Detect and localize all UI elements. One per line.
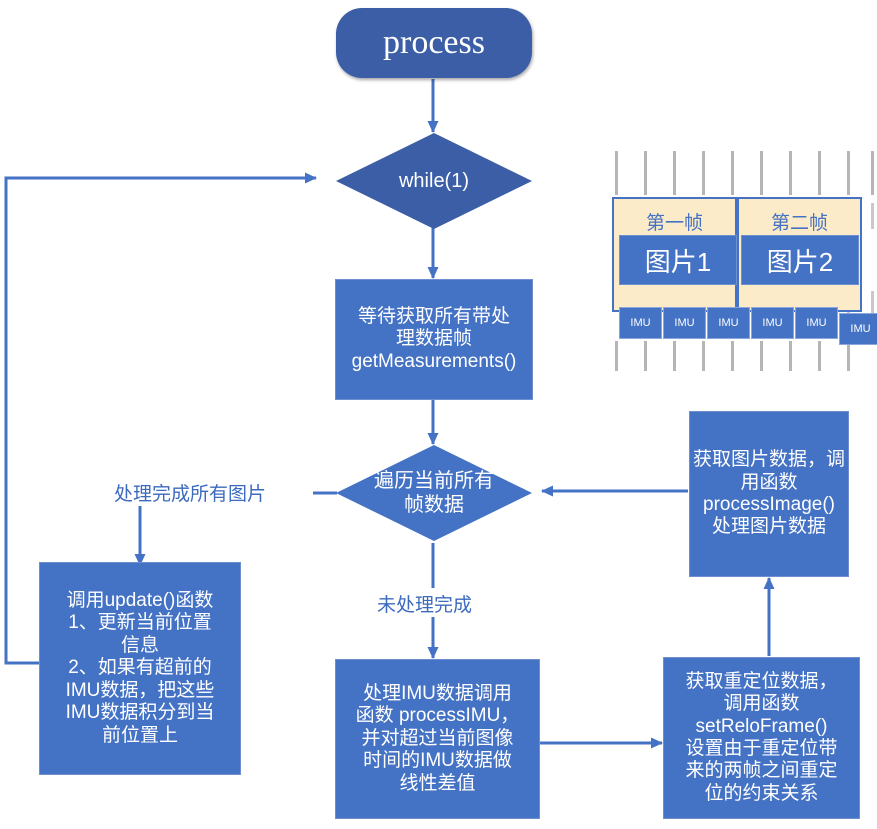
imu-label: IMU bbox=[850, 323, 871, 335]
image-label-1: 图片1 bbox=[644, 246, 712, 277]
imu-block[interactable]: IMU bbox=[707, 307, 750, 339]
node-iterate-frames[interactable]: 遍历当前所有 帧数据 bbox=[336, 445, 532, 541]
node-set-relo-frame-label: 获取重定位数据， 调用函数 setReloFrame() 设置由于重定位带 来的… bbox=[685, 670, 838, 804]
gridline-tick bbox=[673, 151, 676, 195]
diamond-shape-iterate bbox=[336, 445, 532, 541]
image-block-1[interactable]: 图片1 bbox=[619, 235, 737, 285]
node-process-imu-label: 处理IMU数据调用 函数 processIMU， 并对超过当前图像 时间的IMU… bbox=[355, 682, 520, 794]
gridline-tick bbox=[615, 151, 618, 195]
node-start-label: process bbox=[383, 23, 485, 61]
imu-block[interactable]: IMU bbox=[619, 307, 662, 339]
imu-block[interactable]: IMU bbox=[751, 307, 794, 339]
node-start-process[interactable]: process bbox=[336, 8, 532, 78]
imu-label: IMU bbox=[630, 317, 651, 329]
gridline-tick bbox=[871, 151, 874, 195]
node-while-loop[interactable]: while(1) bbox=[336, 133, 532, 229]
node-process-imu[interactable]: 处理IMU数据调用 函数 processIMU， 并对超过当前图像 时间的IMU… bbox=[335, 659, 540, 819]
gridline-tick bbox=[760, 151, 763, 195]
gridline-tick bbox=[847, 341, 850, 371]
image-label-2: 图片2 bbox=[766, 246, 834, 277]
gridline-tick bbox=[789, 151, 792, 195]
frame-label-1: 第一帧 bbox=[645, 213, 703, 234]
node-update-func[interactable]: 调用update()函数 1、更新当前位置 信息 2、如果有超前的 IMU数据，… bbox=[39, 562, 241, 775]
node-update-func-label: 调用update()函数 1、更新当前位置 信息 2、如果有超前的 IMU数据，… bbox=[65, 590, 215, 746]
gridline-tick bbox=[673, 341, 676, 371]
gridline-tick bbox=[847, 151, 850, 195]
imu-label: IMU bbox=[762, 317, 783, 329]
gridline-tick bbox=[702, 151, 705, 195]
imu-block[interactable]: IMU bbox=[663, 307, 706, 339]
gridline-tick bbox=[818, 151, 821, 195]
node-get-measurements[interactable]: 等待获取所有带处 理数据帧 getMeasurements() bbox=[335, 279, 533, 400]
gridline-tick bbox=[702, 341, 705, 371]
imu-block[interactable]: IMU bbox=[839, 313, 877, 345]
imu-label: IMU bbox=[674, 317, 695, 329]
edge-label-all-images-done: 处理完成所有图片 bbox=[112, 479, 269, 506]
node-get-measurements-label: 等待获取所有带处 理数据帧 getMeasurements() bbox=[351, 305, 517, 372]
node-process-image[interactable]: 获取图片数据，调用函数 processImage() 处理图片数据 bbox=[689, 411, 849, 577]
imu-label: IMU bbox=[718, 317, 739, 329]
gridline-tick bbox=[871, 203, 874, 229]
gridline-tick bbox=[731, 151, 734, 195]
frame-timeline-diagram: 第一帧 第二帧 图片1 图片2 IMU IMU IMU IMU IMU IMU bbox=[608, 143, 877, 375]
frame-label-2: 第二帧 bbox=[770, 213, 828, 234]
gridline-tick bbox=[760, 341, 763, 371]
gridline-tick bbox=[818, 341, 821, 371]
node-process-image-label: 获取图片数据，调用函数 processImage() 处理图片数据 bbox=[692, 449, 845, 538]
imu-label: IMU bbox=[806, 317, 827, 329]
gridline-tick bbox=[871, 291, 874, 313]
diamond-shape-while bbox=[336, 133, 532, 229]
image-block-2[interactable]: 图片2 bbox=[741, 235, 859, 285]
gridline-tick bbox=[644, 151, 647, 195]
gridline-tick bbox=[644, 341, 647, 371]
edge-label-not-done: 未处理完成 bbox=[375, 590, 475, 617]
imu-block[interactable]: IMU bbox=[795, 307, 838, 339]
node-set-relo-frame[interactable]: 获取重定位数据， 调用函数 setReloFrame() 设置由于重定位带 来的… bbox=[663, 657, 860, 819]
node-iterate-frames-label: 遍历当前所有 帧数据 bbox=[374, 470, 494, 516]
gridline-tick bbox=[731, 341, 734, 371]
node-while-label: while(1) bbox=[398, 170, 470, 192]
gridline-tick bbox=[789, 341, 792, 371]
gridline-tick bbox=[615, 341, 618, 371]
